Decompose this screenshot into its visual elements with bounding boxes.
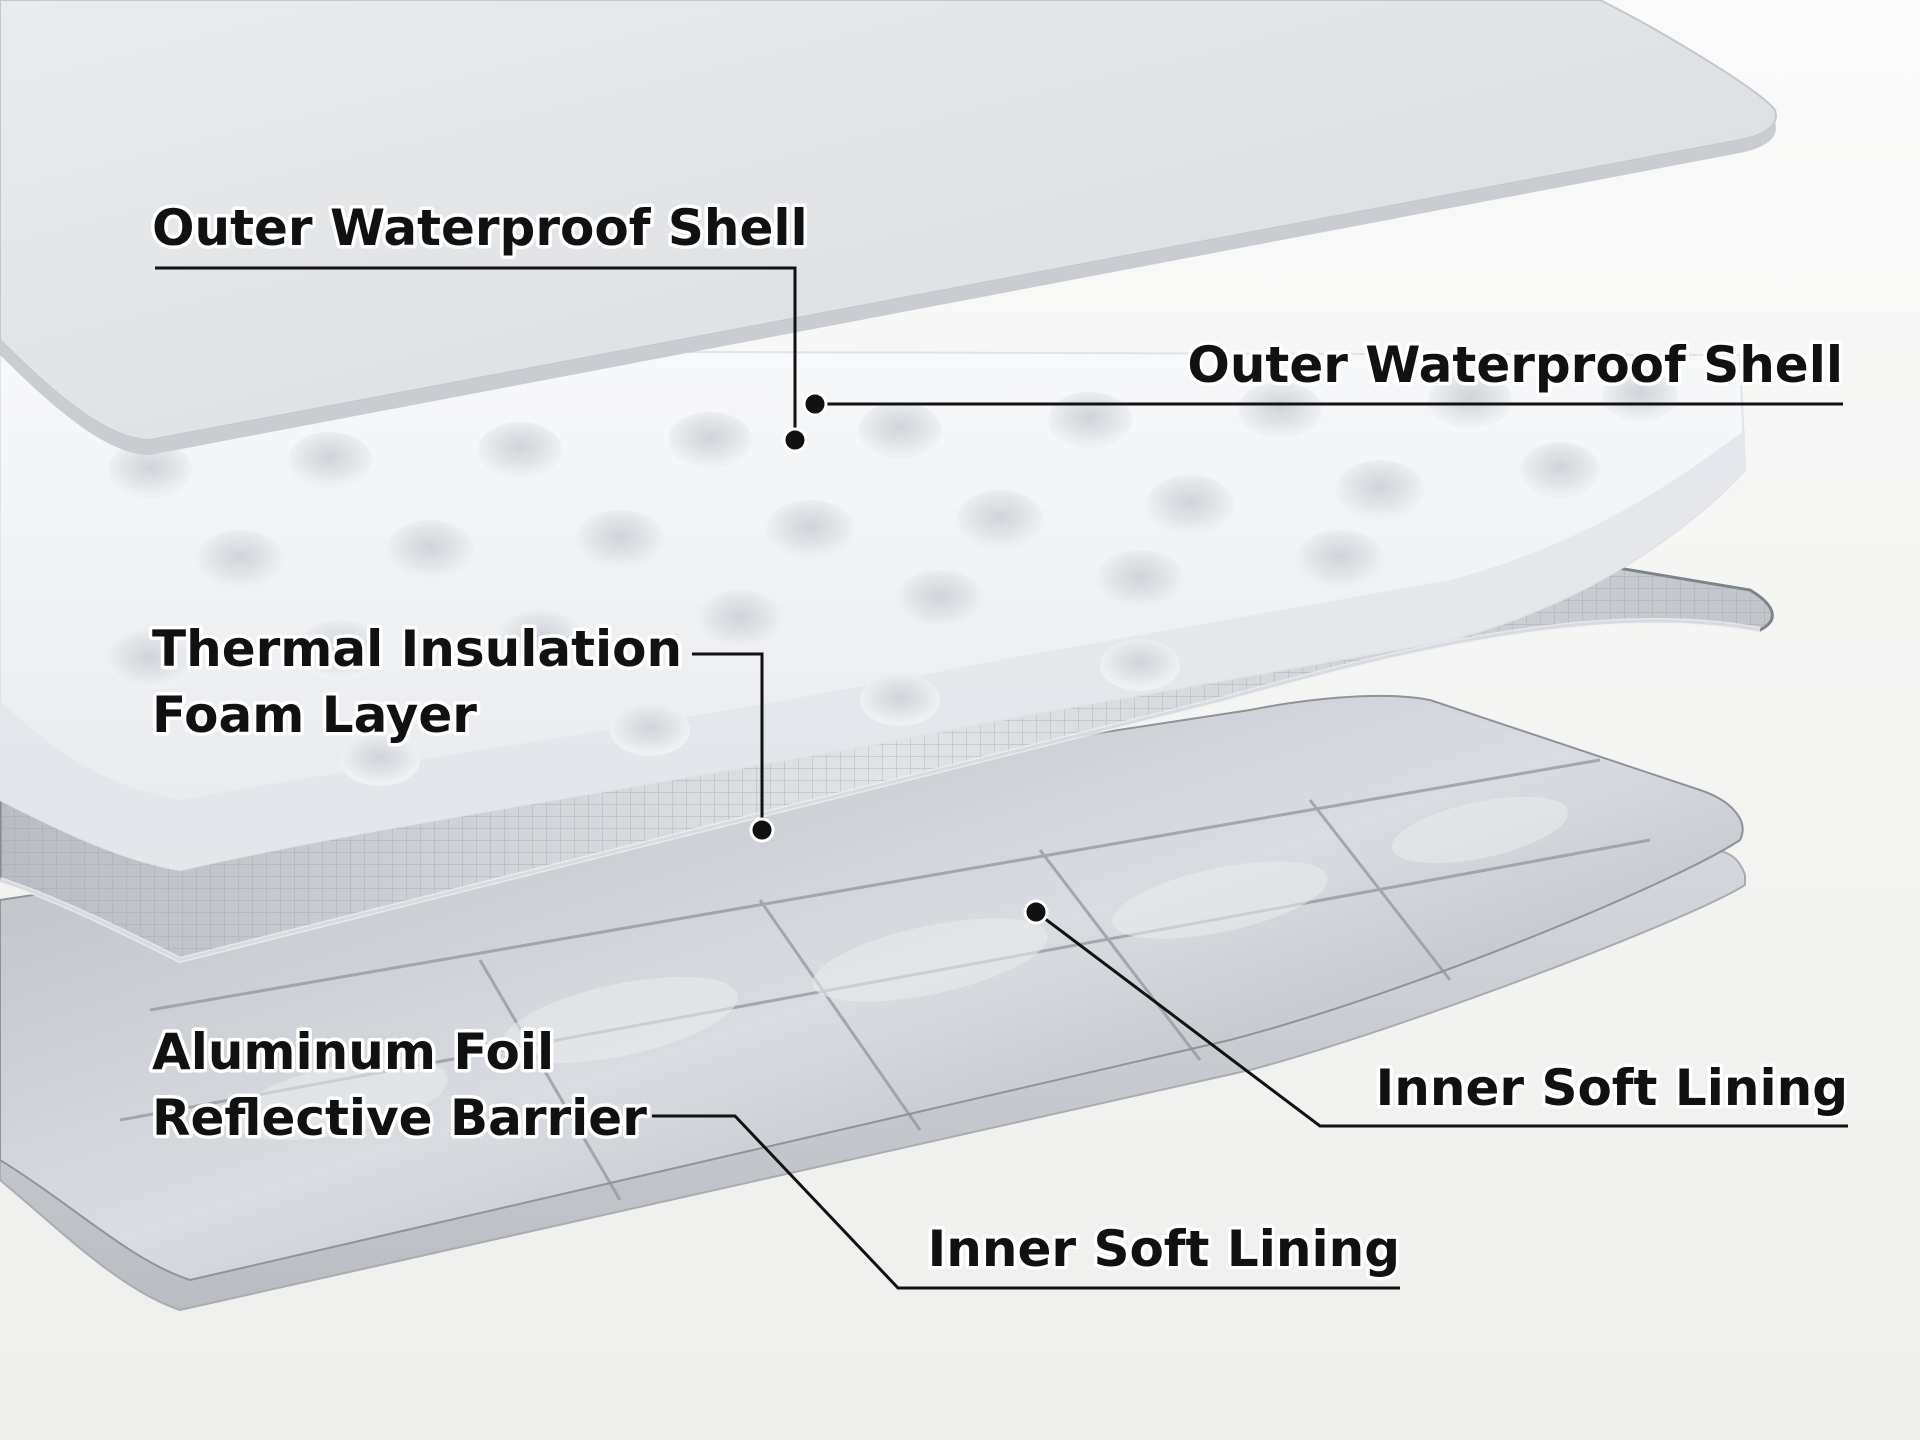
label-foil-line2: Reflective Barrier [152,1089,647,1147]
foam-layer [0,348,1747,872]
marker-dot-foam [802,391,828,417]
label-lining-bottom: Inner Soft Lining [928,1220,1400,1278]
label-foam-line1: Thermal Insulation [152,620,682,678]
leader-foam [692,652,764,830]
leader-shell-left [155,266,797,440]
label-foil-line1: Aluminum Foil [152,1023,554,1081]
labels: Outer Waterproof Shell Outer Waterproof … [149,196,1852,1282]
label-foam-line2: Foam Layer [152,686,477,744]
leader-foil [652,1114,1400,1290]
outer-shell-layer [0,0,1777,455]
marker-dot-shell [782,427,808,453]
label-outer-shell-left: Outer Waterproof Shell [152,199,808,257]
marker-dots [749,391,1049,925]
label-outer-shell-right: Outer Waterproof Shell [1187,336,1843,394]
marker-dot-lining [1023,899,1049,925]
leader-lines [155,266,1848,1290]
marker-dot-foil [749,817,775,843]
leader-lining-right [1035,910,1848,1128]
label-lining-right: Inner Soft Lining [1376,1059,1848,1117]
